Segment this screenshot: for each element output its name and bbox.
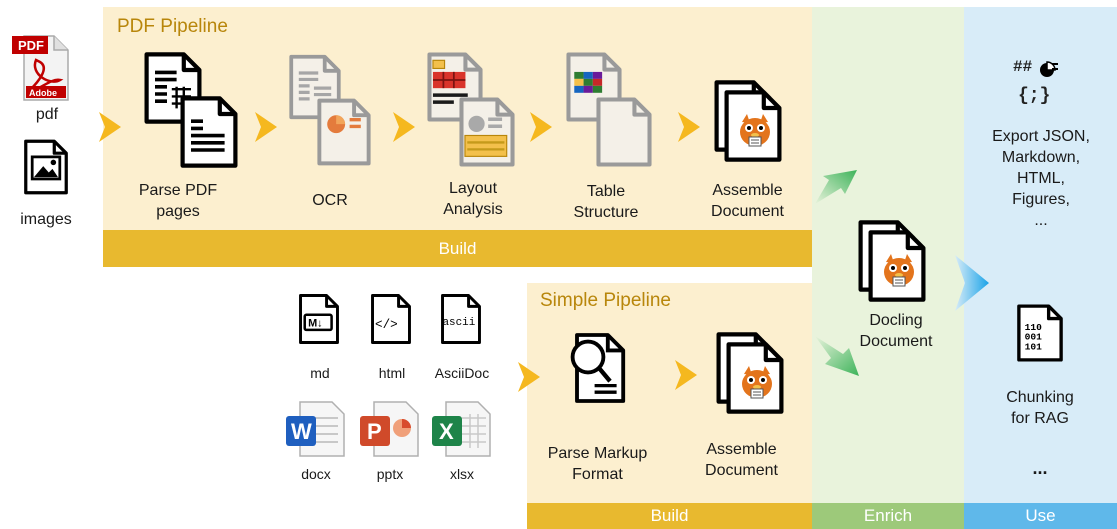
markdown-heading-icon: ## (1013, 58, 1033, 76)
parse-markup-icon (570, 333, 626, 403)
xlsx-file-icon: X (432, 401, 491, 457)
pptx-file-icon: P (360, 401, 419, 457)
html-file-icon: </> (370, 292, 412, 346)
pdf-label: pdf (35, 106, 59, 123)
asciidoc-label: AsciiDoc (434, 365, 490, 381)
pptx-label: pptx (376, 466, 404, 482)
layout-analysis-label: Layout Analysis (443, 180, 503, 218)
simple-build-bar-label: Build (650, 506, 689, 525)
ascii-icon-text: ascii (443, 317, 476, 329)
ocr-icon (288, 52, 378, 172)
export-label: Export JSON, Markdown, HTML, Figures, ..… (992, 128, 1090, 229)
pdf-file-icon: PDF Adobe (12, 35, 69, 101)
enrich-bar-label: Enrich (863, 506, 913, 525)
adobe-text: Adobe (29, 88, 57, 98)
pdf-build-bar-label: Build (438, 239, 477, 258)
simple-assemble-document-label: Assemble Document (705, 441, 778, 479)
parse-pdf-icon (143, 50, 243, 170)
svg-text:P: P (367, 419, 382, 444)
assemble-document-label: Assemble Document (711, 182, 784, 220)
parse-pdf-pages-label: Parse PDF pages (138, 182, 218, 220)
arrow-table-to-assemble (678, 112, 700, 142)
image-file-icon (23, 138, 69, 196)
simple-assemble-document-icon (715, 330, 795, 422)
simple-build-bar: Build (527, 503, 812, 529)
use-bar-label: Use (1025, 506, 1056, 525)
asciidoc-file-icon: ascii (440, 292, 482, 346)
use-ellipsis: ... (1032, 458, 1048, 478)
arrow-parse-to-ocr (255, 112, 277, 142)
arrow-formats-to-simple (518, 362, 540, 392)
pdf-pipeline-title: PDF Pipeline (117, 16, 228, 37)
table-structure-label: Table Structure (573, 183, 639, 221)
pdf-build-bar: Build (103, 230, 812, 267)
simple-pipeline-title: Simple Pipeline (540, 290, 671, 311)
docling-document-icon (857, 218, 937, 310)
md-label: md (310, 365, 330, 381)
binary-file-icon: 110 001 101 (1016, 302, 1064, 364)
json-icon: {;} (1018, 86, 1051, 106)
docx-label: docx (301, 466, 331, 482)
table-structure-icon (565, 50, 660, 172)
pie-chart-icon (1040, 61, 1058, 77)
svg-text:110: 110 (1025, 322, 1042, 333)
html-label: html (378, 365, 406, 381)
use-panel (964, 7, 1117, 529)
enrich-bar: Enrich (812, 503, 964, 529)
arrow-ocr-to-layout (393, 112, 415, 142)
arrow-layout-to-table (530, 112, 552, 142)
arrow-input-to-parse (99, 112, 121, 142)
svg-text:X: X (439, 419, 454, 444)
md-file-icon: M↓ (298, 292, 340, 346)
xlsx-label: xlsx (449, 466, 475, 482)
arrow-parse-markup-to-assemble (675, 360, 697, 390)
svg-text:101: 101 (1025, 341, 1042, 352)
docling-document-label: Docling Document (859, 312, 933, 350)
images-label: images (20, 211, 72, 228)
layout-analysis-icon (426, 50, 521, 172)
parse-markup-format-label: Parse Markup Format (547, 445, 648, 483)
pdf-icon-text: PDF (18, 38, 44, 53)
use-bar: Use (964, 503, 1117, 529)
arrow-docling-to-use (955, 255, 989, 311)
docx-file-icon: W (286, 401, 345, 457)
chunking-label: Chunking for RAG (1006, 389, 1074, 427)
html-icon-text: </> (375, 318, 398, 332)
arrow-simple-to-docling (815, 336, 859, 376)
svg-text:001: 001 (1025, 332, 1042, 343)
ocr-label: OCR (312, 192, 348, 209)
svg-text:W: W (291, 419, 312, 444)
md-icon-text: M↓ (308, 318, 323, 330)
arrow-pdf-to-docling (815, 170, 857, 204)
assemble-document-icon (713, 78, 793, 170)
